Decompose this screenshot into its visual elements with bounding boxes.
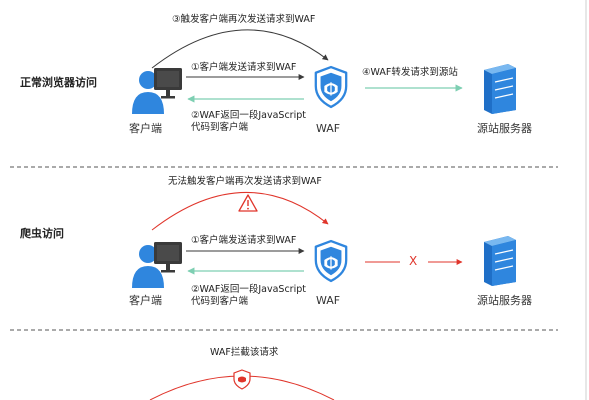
block-mark: X <box>409 254 418 268</box>
client-label: 客户端 <box>129 122 162 135</box>
waf-label: WAF <box>316 122 341 135</box>
response-label-line1: ②WAF返回一段JavaScript <box>191 284 306 295</box>
server-label: 源站服务器 <box>477 122 532 135</box>
client-label: 客户端 <box>129 294 162 307</box>
waf-shield-icon <box>314 65 348 109</box>
response-label-line2: 代码到客户端 <box>191 122 249 133</box>
retry-request-curve <box>151 29 329 69</box>
request-label: ①客户端发送请求到WAF <box>191 62 297 73</box>
request-label: ①客户端发送请求到WAF <box>191 235 297 246</box>
response-label-line1: ②WAF返回一段JavaScript <box>191 110 306 121</box>
server-icon <box>483 63 517 115</box>
waf-label: WAF <box>316 294 341 307</box>
intercept-label: WAF拦截该请求 <box>210 347 279 358</box>
user-icon <box>132 242 182 288</box>
failed-retry-label: 无法触发客户端再次发送请求到WAF <box>168 176 322 187</box>
response-label-line2: 代码到客户端 <box>191 296 249 307</box>
section-title-normal-browser: 正常浏览器访问 <box>20 76 97 89</box>
section-title-crawler: 爬虫访问 <box>20 227 64 240</box>
warning-icon <box>238 194 258 212</box>
forward-label: ④WAF转发请求到源站 <box>362 67 458 78</box>
waf-shield-icon <box>314 239 348 283</box>
user-icon <box>132 68 182 114</box>
failed-retry-curve <box>151 191 329 231</box>
waf-intercept-icon <box>233 369 251 390</box>
retry-request-label: ③触发客户端再次发送请求到WAF <box>172 14 316 25</box>
server-label: 源站服务器 <box>477 294 532 307</box>
server-icon <box>483 235 517 287</box>
